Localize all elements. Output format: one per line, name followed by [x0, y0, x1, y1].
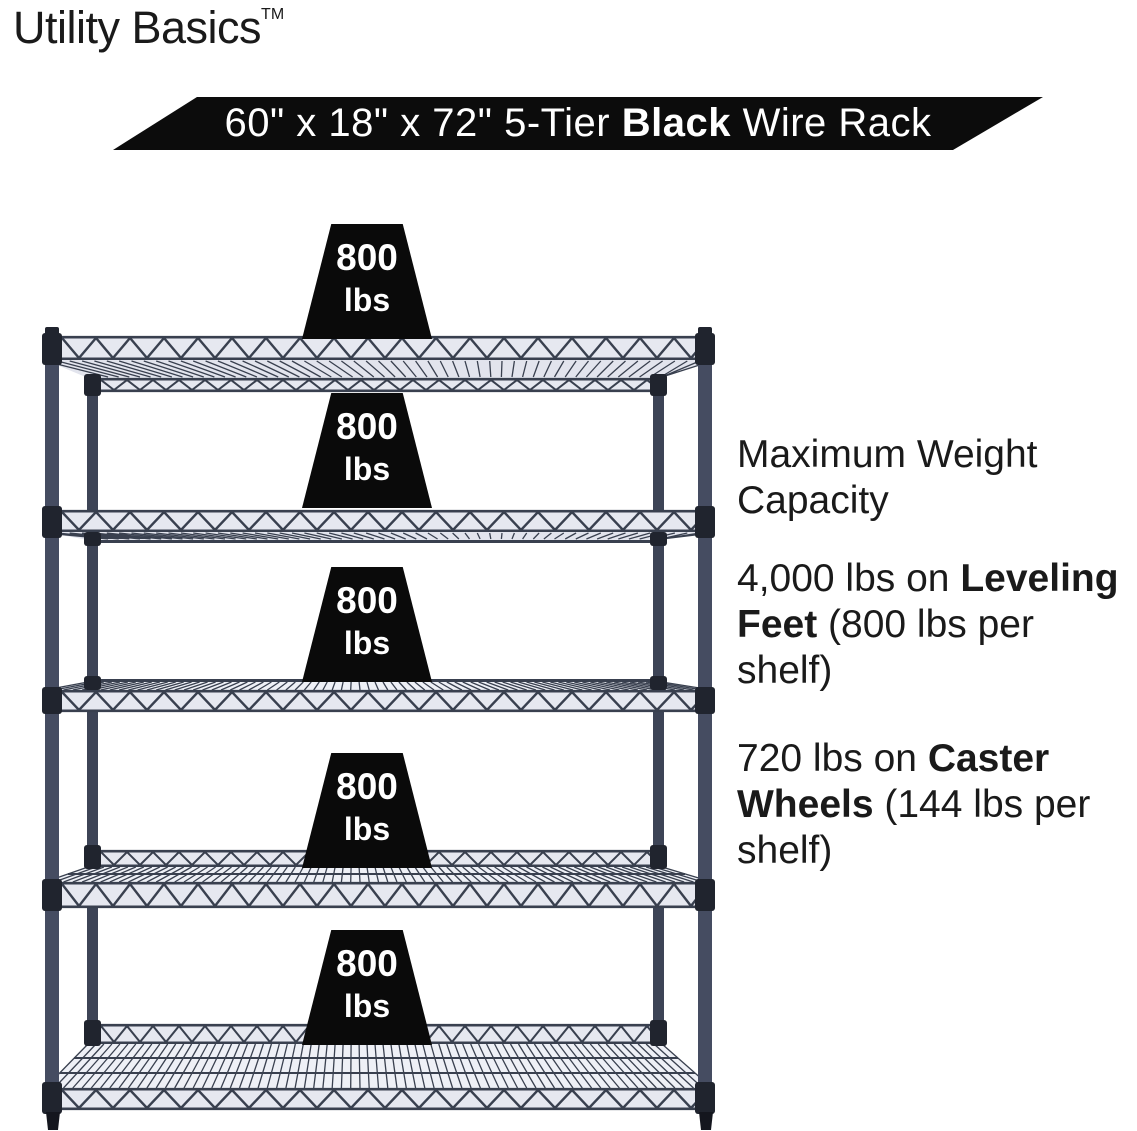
shelf-collars — [42, 333, 715, 1114]
badge-value: 800 — [336, 943, 398, 984]
brand-logo: Utility BasicsTM — [13, 2, 284, 54]
banner-title-bold: Black — [621, 101, 731, 145]
shelf-4-front-truss — [44, 881, 714, 909]
title-banner: 60" x 18" x 72" 5-Tier Black Wire Rack — [113, 97, 1043, 150]
info-item-text: 4,000 lbs on — [737, 557, 961, 600]
badge-unit: lbs — [343, 450, 391, 487]
badge-unit: lbs — [343, 624, 391, 661]
badge-value: 800 — [336, 406, 398, 447]
brand-name: Utility Basics — [13, 2, 262, 53]
badge-value: 800 — [336, 237, 398, 278]
badge-unit: lbs — [343, 810, 391, 847]
info-item-text: (800 lbs per shelf) — [737, 603, 1034, 692]
shelf-2-front-truss — [44, 509, 714, 533]
front-right-post — [698, 330, 712, 1112]
info-item-leveling-feet: 4,000 lbs on Leveling Feet (800 lbs per … — [737, 556, 1137, 694]
shelf-3 — [44, 679, 714, 713]
banner-title: 60" x 18" x 72" 5-Tier Black Wire Rack — [224, 101, 931, 146]
shelf-3-front-truss — [44, 689, 714, 713]
info-panel: Maximum Weight Capacity 4,000 lbs on Lev… — [737, 432, 1137, 916]
brand-trademark-icon: TM — [261, 6, 285, 23]
banner-title-prefix: 60" x 18" x 72" 5-Tier — [224, 101, 622, 145]
badge-unit: lbs — [343, 281, 391, 318]
info-item-bold: Leveling Feet — [737, 557, 1119, 646]
shelf-2-underside-mesh — [44, 532, 713, 540]
shelf-1-back-truss — [87, 377, 663, 393]
badge-value: 800 — [336, 766, 398, 807]
info-item-caster-wheels: 720 lbs on Caster Wheels (144 lbs per sh… — [737, 736, 1137, 874]
badge-value: 800 — [336, 580, 398, 621]
info-item-text: (144 lbs per shelf) — [737, 783, 1091, 872]
leveling-feet — [46, 1112, 713, 1130]
shelf-5-mesh — [44, 1043, 713, 1089]
info-item-text: 720 lbs on — [737, 737, 928, 780]
shelf-3-mesh — [44, 681, 713, 691]
shelf-1-underside-mesh — [44, 360, 713, 378]
front-left-post — [45, 330, 59, 1112]
shelf-5-front-truss — [44, 1087, 714, 1111]
info-item-bold: Caster Wheels — [737, 737, 1050, 826]
shelf-1 — [44, 335, 714, 393]
shelf-2 — [44, 509, 714, 543]
front-left-foot — [46, 1112, 60, 1130]
info-heading: Maximum Weight Capacity — [737, 433, 1038, 522]
badge-unit: lbs — [343, 987, 391, 1024]
front-right-foot — [699, 1112, 713, 1130]
banner-title-suffix: Wire Rack — [730, 101, 932, 145]
